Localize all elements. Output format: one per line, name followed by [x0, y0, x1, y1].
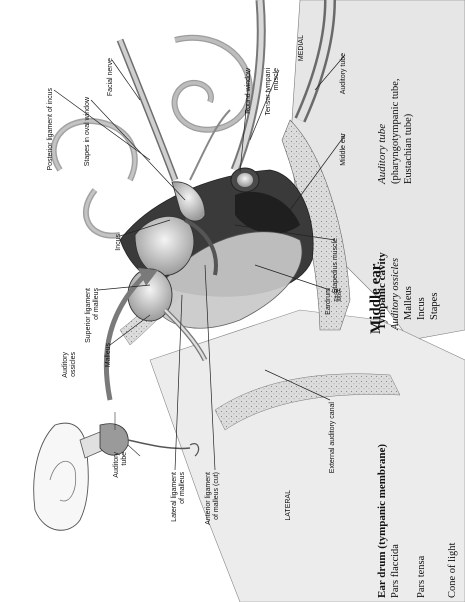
- glossary-item-pharyngotympanic: (pharyngotympanic tube,: [390, 78, 401, 184]
- label-tensor-tympani-2: muscle: [273, 68, 280, 90]
- label-inset-auditory-tube-2: tube: [121, 452, 128, 466]
- label-inset-auditory-ossicles-2: ossicles: [70, 352, 77, 377]
- glossary-heading-auditory-tube: Auditory tube: [376, 124, 388, 185]
- glossary-item-stapes: Stapes: [429, 293, 440, 320]
- label-anterior-ligament-2: of malleus (cut): [213, 472, 220, 520]
- label-anterior-ligament-1: Anterior ligament: [205, 472, 212, 525]
- label-incus: Incus: [115, 234, 122, 251]
- glossary-subheading-auditory-ossicles: Auditory ossicles: [390, 258, 401, 331]
- label-superior-ligament-2: of malleus: [93, 288, 100, 320]
- label-stapes-in-oval-window: Stapes in oval window: [84, 96, 91, 166]
- label-tensor-tympani-1: Tensor tympani: [265, 68, 272, 116]
- label-stapedius-muscle: Stapedius muscle: [332, 238, 339, 293]
- glossary-item-cone-of-light: Cone of light: [447, 543, 458, 598]
- label-malleus: Malleus: [105, 343, 112, 368]
- label-external-auditory-canal: External auditory canal: [329, 402, 336, 474]
- label-inset-auditory-tube-1: Auditory: [113, 452, 120, 478]
- glossary-item-pars-tensa: Pars tensa: [416, 555, 427, 598]
- glossary-item-eustachian: Eustachian tube): [403, 113, 414, 184]
- label-lateral: LATERAL: [285, 490, 292, 521]
- glossary-item-pars-flaccida: Pars flaccida: [390, 544, 401, 598]
- label-eardrum: Eardrum: [325, 288, 332, 315]
- glossary-heading-tympanic-cavity: Tympanic cavity: [376, 252, 388, 330]
- label-inset-auditory-ossicles-1: Auditory: [62, 352, 69, 378]
- label-round-window: Round window: [245, 67, 252, 114]
- label-posterior-ligament-of-incus: Posterior ligament of incus: [47, 88, 54, 171]
- label-superior-ligament-1: Superior ligament: [85, 288, 92, 343]
- label-middle-ear: Middle ear: [340, 132, 347, 165]
- glossary-heading-eardrum: Ear drum (tympanic membrane): [376, 444, 388, 598]
- label-lateral-ligament-1: Lateral ligament: [171, 472, 178, 522]
- label-medial: MEDIAL: [298, 35, 305, 61]
- label-auditory-tube: Auditory tube: [340, 53, 347, 94]
- label-facial-nerve: Facial nerve: [107, 58, 114, 96]
- label-eardrum-chinese: 鼓膜: [333, 288, 342, 302]
- glossary-item-incus: Incus: [416, 297, 427, 320]
- glossary-item-malleus: Malleus: [403, 286, 414, 320]
- label-lateral-ligament-2: of malleus: [179, 472, 186, 504]
